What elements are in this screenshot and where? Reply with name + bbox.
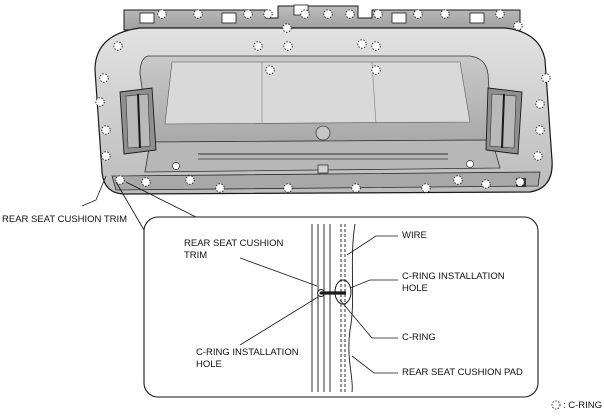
c-ring-marker — [253, 41, 263, 51]
legend-text: : C-RING — [563, 400, 603, 411]
dotted-circle-icon — [551, 400, 561, 410]
label-detail-trim-line2: TRIM — [184, 250, 208, 261]
c-ring-marker — [101, 151, 111, 161]
label-rear-seat-cushion-trim: REAR SEAT CUSHION TRIM — [2, 214, 128, 225]
c-ring-marker — [300, 9, 310, 19]
c-ring-marker — [541, 73, 551, 83]
label-install-hole-right-line2: HOLE — [402, 283, 428, 294]
c-ring-marker — [515, 177, 525, 187]
c-ring-marker — [421, 183, 431, 193]
c-ring-marker — [215, 183, 225, 193]
c-ring-marker — [413, 9, 423, 19]
c-ring-marker — [440, 9, 450, 19]
label-install-hole-left-line2: HOLE — [196, 359, 222, 370]
c-ring-marker — [243, 9, 253, 19]
c-ring-marker — [157, 9, 167, 19]
c-ring-marker — [141, 177, 151, 187]
c-ring-marker — [323, 9, 333, 19]
c-ring-markers — [95, 9, 551, 193]
c-ring-marker — [282, 23, 292, 33]
c-ring-marker — [263, 9, 273, 19]
c-ring-marker — [113, 41, 123, 51]
label-wire: WIRE — [402, 230, 427, 241]
c-ring-marker — [481, 179, 491, 189]
c-ring-marker — [185, 175, 195, 185]
c-ring-marker — [101, 125, 111, 135]
c-ring-marker — [533, 151, 543, 161]
c-ring-marker — [115, 175, 125, 185]
top-flange — [123, 4, 521, 31]
c-ring-marker — [99, 73, 109, 83]
label-install-hole-right-line1: C-RING INSTALLATION — [402, 271, 505, 282]
label-c-ring: C-RING — [402, 332, 436, 343]
c-ring-marker — [283, 41, 293, 51]
c-ring-marker — [265, 65, 275, 75]
c-ring-marker — [513, 21, 523, 31]
c-ring-marker — [373, 9, 383, 19]
label-rear-seat-cushion-pad: REAR SEAT CUSHION PAD — [402, 367, 523, 378]
c-ring-marker — [283, 183, 293, 193]
c-ring-marker — [495, 9, 505, 19]
seat-cushion-trim-body — [94, 27, 553, 195]
c-ring-marker — [371, 41, 381, 51]
c-ring-marker — [193, 9, 203, 19]
label-install-hole-left-line1: C-RING INSTALLATION — [196, 347, 299, 358]
c-ring-marker — [95, 97, 105, 107]
c-ring-marker — [357, 39, 367, 49]
c-ring-marker — [453, 175, 463, 185]
c-ring-marker — [371, 65, 381, 75]
c-ring-marker — [351, 183, 361, 193]
detail-view — [143, 216, 539, 398]
label-detail-trim-line1: REAR SEAT CUSHION — [184, 238, 284, 249]
c-ring-marker — [535, 99, 545, 109]
trim-leader — [81, 175, 107, 207]
callout-lines — [115, 181, 197, 231]
c-ring-marker — [535, 125, 545, 135]
c-ring-marker — [345, 9, 355, 19]
